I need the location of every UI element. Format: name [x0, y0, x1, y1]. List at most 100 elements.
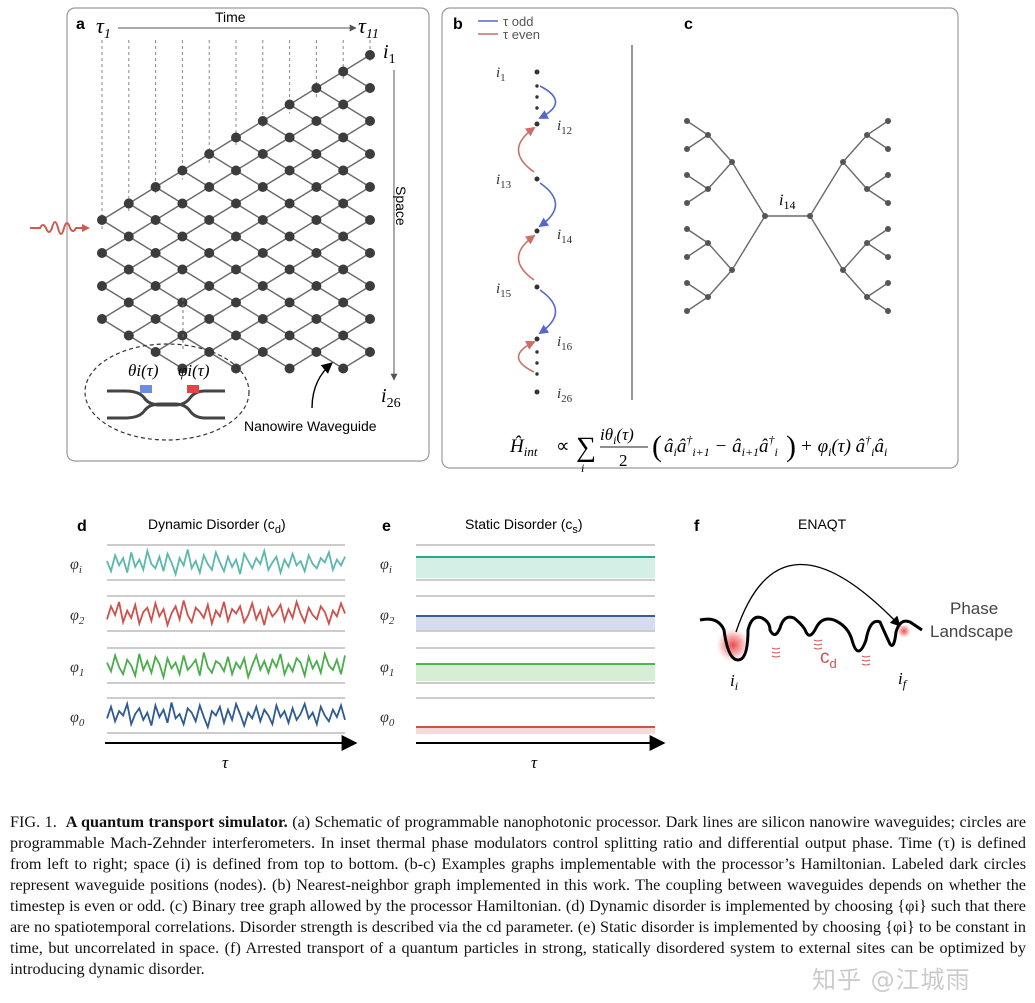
- disorder-trace: [106, 650, 346, 681]
- phase-row-label: φ1: [380, 659, 394, 679]
- hamiltonian-equation: Ĥint ∝ ∑ i iθi(τ) 2 ( âiâ†i+1 − âi+1â†i …: [509, 425, 887, 475]
- waveguide-segment: [155, 169, 183, 188]
- svg-text:Ĥint: Ĥint: [509, 435, 538, 459]
- waveguide-segment: [128, 318, 156, 337]
- ellipsis-dot: [535, 350, 539, 354]
- chain-node: [534, 284, 540, 290]
- waveguide-segment: [182, 318, 210, 337]
- mzi-node: [338, 231, 349, 242]
- waveguide-segment: [155, 235, 183, 254]
- dynamic-disorder-ripples: [771, 639, 871, 666]
- waveguide-segment: [208, 169, 237, 188]
- static-phase-band: [416, 557, 655, 578]
- waveguide-segment: [262, 318, 290, 337]
- waveguide-segment: [182, 268, 210, 287]
- tree-node: [864, 132, 870, 138]
- mzi-node: [311, 215, 322, 225]
- mzi-node: [231, 330, 241, 341]
- tree-edge: [842, 242, 868, 271]
- tree-edge: [842, 269, 868, 298]
- waveguide-segment: [342, 268, 371, 287]
- mzi-node: [311, 182, 322, 192]
- mzi-node: [150, 182, 161, 192]
- tree-node: [684, 118, 690, 124]
- waveguide-segment: [235, 285, 264, 304]
- mzi-node: [338, 99, 349, 110]
- coupling-arc: [538, 182, 557, 228]
- mzi-node: [97, 314, 107, 324]
- tree-node: [684, 200, 690, 206]
- tree-edge: [866, 242, 889, 258]
- waveguide-segment: [342, 202, 371, 221]
- coupling-arc: [517, 341, 536, 373]
- tree-edge: [866, 120, 889, 136]
- mzi-node: [311, 116, 322, 126]
- waveguide-segment: [262, 103, 290, 122]
- legend-even-label: τ even: [503, 27, 540, 42]
- mzi-node: [150, 281, 161, 291]
- panel-a-frame: [66, 7, 430, 462]
- tree-node: [729, 159, 735, 165]
- mzi-node: [338, 198, 349, 209]
- waveguide-segment: [289, 235, 317, 254]
- waveguide-segment: [289, 103, 317, 122]
- tree-edge: [707, 269, 733, 298]
- waveguide-segment: [262, 202, 290, 221]
- waveguide-segment: [182, 186, 210, 205]
- waveguide-segment: [262, 301, 290, 320]
- tree-node: [885, 226, 891, 232]
- mzi-node: [231, 297, 241, 308]
- waveguide-segment: [235, 120, 264, 139]
- waveguide-segment: [235, 268, 264, 287]
- waveguide-segment: [235, 235, 264, 254]
- waveguide-segment: [316, 70, 344, 89]
- chain-node: [534, 228, 540, 234]
- coupling-arc: [538, 85, 557, 119]
- mzi-node: [365, 281, 375, 291]
- tree-edge: [866, 134, 889, 150]
- mzi-node: [284, 297, 295, 308]
- input-pulse: [30, 221, 82, 235]
- mzi-node: [311, 314, 322, 324]
- tree-center-label: i14: [779, 192, 795, 212]
- waveguide-segment: [182, 334, 210, 353]
- disorder-trace: [106, 700, 346, 731]
- inset-waveguide-bottom: [107, 402, 225, 420]
- mzi-node: [231, 198, 241, 209]
- legend-odd-label: τ odd: [503, 14, 533, 29]
- waveguide-segment: [235, 334, 264, 353]
- tree-node: [840, 267, 846, 273]
- mzi-node: [365, 50, 375, 60]
- static-phase-band: [416, 616, 655, 630]
- end-site-label: if: [898, 669, 908, 691]
- mzi-node: [123, 198, 134, 209]
- time-axis-label: Time: [215, 9, 246, 25]
- mzi-node: [257, 248, 268, 258]
- waveguide-segment: [289, 351, 317, 370]
- end-site-glow: [897, 624, 911, 638]
- mzi-node: [311, 83, 322, 93]
- waveguide-segment: [342, 334, 371, 353]
- tree-edge: [866, 282, 889, 298]
- panel-e-letter: e: [382, 518, 391, 535]
- phase-row-label: φ1: [70, 659, 84, 679]
- mzi-node: [284, 165, 295, 176]
- mzi-node: [204, 314, 215, 324]
- chain-node: [534, 389, 540, 395]
- tree-node: [684, 226, 690, 232]
- waveguide-segment: [128, 235, 156, 254]
- mzi-node: [150, 347, 161, 357]
- tree-node: [885, 254, 891, 260]
- svg-text:∝: ∝: [556, 436, 570, 457]
- waveguide-segment: [155, 268, 183, 287]
- waveguide-segment: [128, 202, 156, 221]
- waveguide-segment: [316, 318, 344, 337]
- mzi-node: [365, 149, 375, 159]
- waveguide-segment: [208, 285, 237, 304]
- waveguide-segment: [342, 219, 371, 238]
- waveguide-segment: [289, 186, 317, 205]
- waveguide-segment: [101, 235, 130, 254]
- tree-node: [684, 280, 690, 286]
- chain-node-label: i26: [557, 386, 573, 405]
- mzi-node: [257, 182, 268, 192]
